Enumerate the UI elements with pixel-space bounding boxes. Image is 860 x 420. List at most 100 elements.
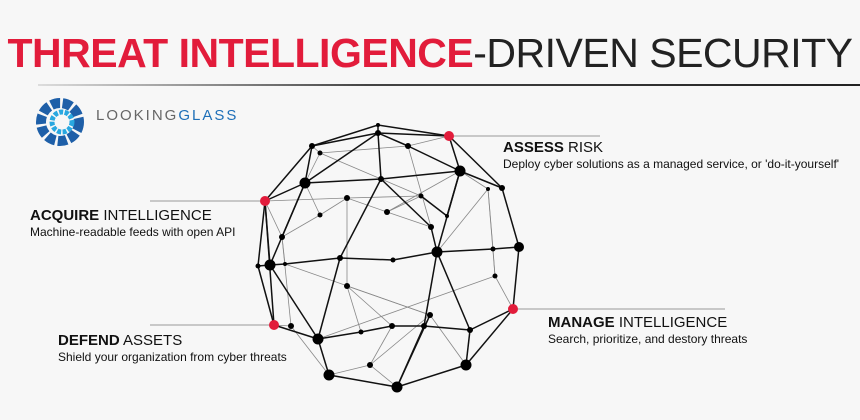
network-edge xyxy=(429,314,467,366)
network-edge xyxy=(317,331,362,340)
logo-wordmark: LOOKINGGLASS xyxy=(96,107,239,124)
network-node xyxy=(454,165,466,177)
network-node xyxy=(255,263,261,269)
network-edge xyxy=(386,211,432,228)
network-edge xyxy=(346,285,393,327)
network-edge xyxy=(346,195,422,199)
network-edge xyxy=(281,236,292,327)
network-node xyxy=(312,333,324,345)
network-edge xyxy=(269,264,319,340)
network-edge xyxy=(377,132,382,180)
network-edge xyxy=(304,182,321,216)
network-node xyxy=(389,323,395,329)
network-edge xyxy=(284,257,341,265)
network-edge xyxy=(512,246,520,310)
network-edge xyxy=(469,308,514,331)
network-node xyxy=(384,209,390,215)
network-node xyxy=(460,359,472,371)
network-edge xyxy=(407,145,432,228)
network-node xyxy=(299,177,311,189)
network-node xyxy=(499,185,505,191)
highlight-node xyxy=(508,304,518,314)
network-node xyxy=(492,273,498,279)
network-edge xyxy=(264,182,306,202)
network-edge xyxy=(377,132,409,147)
network-edge xyxy=(420,195,448,217)
network-edge xyxy=(369,314,431,366)
network-edge xyxy=(377,132,450,137)
network-node xyxy=(288,323,294,329)
network-node xyxy=(427,312,433,318)
network-edge xyxy=(284,263,431,316)
network-edge xyxy=(264,197,348,202)
network-edge xyxy=(459,170,503,189)
network-edge xyxy=(319,152,422,197)
network-edge xyxy=(257,200,266,267)
label-manage-intelligence: MANAGE INTELLIGENCE Search, prioritize, … xyxy=(548,314,748,346)
network-node xyxy=(391,381,403,393)
network-edge xyxy=(360,325,393,333)
network-edge xyxy=(423,325,471,331)
network-node xyxy=(445,214,449,218)
network-node xyxy=(486,187,490,191)
network-node xyxy=(279,234,285,240)
network-node xyxy=(490,246,496,252)
network-edge xyxy=(407,145,461,172)
network-node xyxy=(283,262,287,266)
highlight-node xyxy=(260,196,270,206)
network-node xyxy=(344,283,350,289)
network-edge xyxy=(446,170,461,217)
network-edge xyxy=(264,145,313,202)
network-node xyxy=(467,327,473,333)
network-edge xyxy=(386,195,422,213)
network-edge xyxy=(304,132,379,184)
page-title: THREAT INTELLIGENCE-DRIVEN SECURITY xyxy=(7,30,853,76)
network-edge xyxy=(317,338,330,376)
network-edge xyxy=(319,197,348,216)
network-edge xyxy=(304,145,313,184)
network-edge xyxy=(369,364,398,388)
network-edge xyxy=(448,135,503,189)
network-edge xyxy=(304,152,321,184)
network-edge xyxy=(492,248,496,277)
network-edge xyxy=(311,132,379,147)
network-node xyxy=(367,362,373,368)
lookingglass-logo-icon xyxy=(36,98,84,146)
network-edge xyxy=(487,188,494,250)
network-edge xyxy=(339,178,382,259)
network-node xyxy=(421,323,427,329)
network-node xyxy=(405,143,411,149)
network-node xyxy=(514,242,524,252)
network-edge xyxy=(328,374,398,388)
network-edge xyxy=(465,329,471,366)
network-edge xyxy=(377,124,450,137)
network-edge xyxy=(494,275,514,310)
network-edge xyxy=(436,251,471,331)
highlight-node xyxy=(444,131,454,141)
network-edge xyxy=(339,257,394,261)
network-edge xyxy=(264,200,283,238)
network-edge xyxy=(465,308,514,366)
network-node xyxy=(309,143,315,149)
network-node xyxy=(431,246,443,258)
network-node xyxy=(337,255,343,261)
network-edge xyxy=(386,170,461,213)
highlight-node xyxy=(269,320,279,330)
network-edge xyxy=(346,285,362,333)
network-edge xyxy=(304,178,382,184)
network-node xyxy=(317,212,323,218)
network-edge xyxy=(436,248,494,253)
network-edge xyxy=(380,178,432,228)
label-defend-assets: DEFEND ASSETS Shield your organization f… xyxy=(58,332,287,364)
network-node xyxy=(378,176,384,182)
label-acquire-intelligence: ACQUIRE INTELLIGENCE Machine-readable fe… xyxy=(30,207,236,239)
network-node xyxy=(344,195,350,201)
network-edge xyxy=(396,364,467,388)
network-edge xyxy=(423,251,438,327)
network-edge xyxy=(380,170,461,180)
network-edge xyxy=(369,325,393,366)
network-edge xyxy=(273,324,319,340)
network-edge xyxy=(448,135,461,172)
label-assess-risk: ASSESS RISK Deploy cyber solutions as a … xyxy=(503,139,840,171)
